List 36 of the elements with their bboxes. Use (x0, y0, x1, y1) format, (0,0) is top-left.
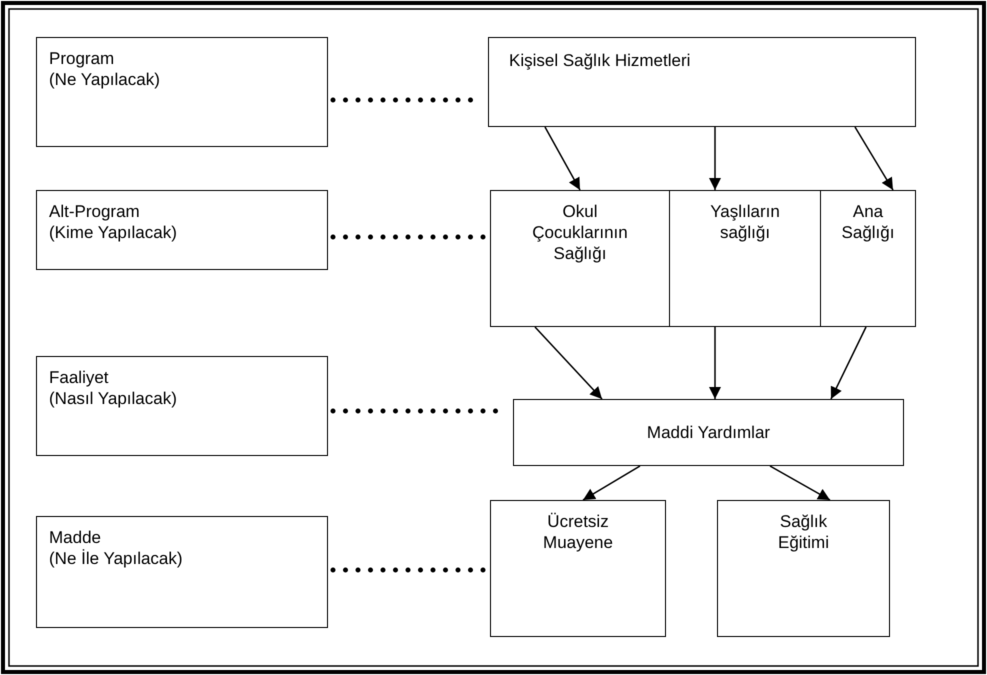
box-label: Kişisel Sağlık Hizmetleri (509, 50, 690, 71)
arrow (854, 126, 894, 190)
text-box (488, 37, 916, 127)
box-label: (Ne İle Yapılacak) (49, 548, 183, 569)
text-box (513, 399, 904, 466)
box-label: Program (49, 48, 114, 69)
box-label: Yaşlıların sağlığı (709, 201, 781, 243)
arrow (770, 465, 830, 501)
box-label: Ana Sağlığı (840, 201, 896, 243)
text-box (820, 190, 916, 327)
arrow (830, 326, 867, 400)
box-label: Alt-Program (49, 201, 140, 222)
box-label: (Ne Yapılacak) (49, 69, 160, 90)
text-box (36, 516, 328, 628)
text-box (490, 190, 670, 327)
dotted-line (330, 568, 488, 572)
box-label: Okul Çocuklarının Sağlığı (531, 201, 629, 264)
text-box (36, 356, 328, 456)
box-label: Sağlık Eğitimi (776, 511, 830, 553)
text-box (669, 190, 821, 327)
text-box (36, 190, 328, 270)
box-label: Madde (49, 527, 101, 548)
arrow (709, 327, 721, 399)
text-box (717, 500, 890, 637)
box-label: Maddi Yardımlar (646, 422, 770, 443)
text-box (36, 37, 328, 147)
text-box (490, 500, 666, 637)
box-label: Ücretsiz Muayene (542, 511, 614, 553)
arrow (709, 127, 721, 190)
box-label: (Nasıl Yapılacak) (49, 388, 177, 409)
dotted-line (330, 234, 488, 240)
arrow (582, 465, 640, 501)
arrow (534, 326, 603, 400)
arrow (544, 126, 581, 190)
box-label: (Kime Yapılacak) (49, 222, 177, 243)
box-label: Faaliyet (49, 367, 109, 388)
